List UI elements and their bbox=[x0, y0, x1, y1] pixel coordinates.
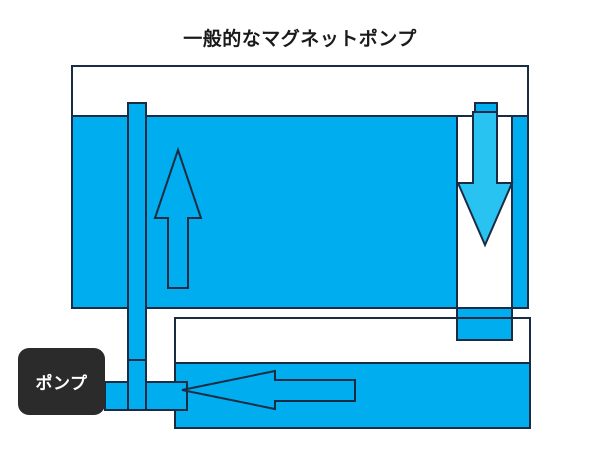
pump-unit: ポンプ bbox=[18, 348, 105, 415]
arrow-down-icon bbox=[456, 111, 514, 248]
upper-tank bbox=[71, 65, 529, 309]
pipe-junction-fill bbox=[130, 382, 144, 408]
riser-pipe-body bbox=[127, 102, 147, 383]
riser-pipe bbox=[127, 102, 147, 383]
upper-tank-outline bbox=[71, 65, 529, 309]
arrow-up-icon bbox=[153, 146, 203, 289]
upper-tank-water bbox=[73, 116, 527, 307]
pump-label: ポンプ bbox=[35, 374, 88, 394]
arrow-left-icon bbox=[181, 369, 356, 411]
lower-tank-outline bbox=[174, 317, 531, 429]
drop-channel-outlet bbox=[456, 317, 513, 341]
page-title: 一般的なマグネットポンプ bbox=[183, 28, 417, 50]
